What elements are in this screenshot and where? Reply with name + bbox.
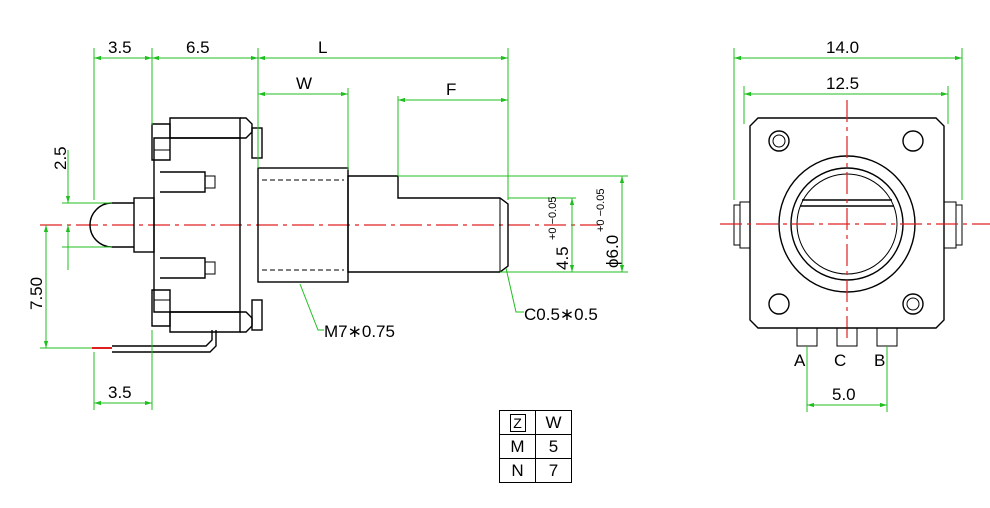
pin-label-b: B (874, 351, 885, 370)
table-value: 7 (535, 458, 572, 483)
chamfer-callout: C0.5∗0.5 (524, 305, 598, 324)
tol-6.0: +0 −0.05 (595, 189, 607, 232)
housing-square (749, 117, 945, 329)
shaft (347, 175, 509, 273)
dim-W: W (296, 74, 312, 93)
dim-6.0: ϕ6.0 (603, 235, 622, 268)
table-key: N (499, 458, 536, 483)
table-header-row: Z W (499, 410, 572, 435)
pin-label-a: A (794, 351, 806, 370)
mount-hole-tl (768, 130, 790, 152)
side-dimensions: 3.5 6.5 L W F 2.5 7.50 3.5 4.5 +0 −0.05 (27, 38, 628, 410)
dim-F: F (446, 80, 456, 99)
dim-6.5: 6.5 (186, 38, 210, 57)
dim-3.5-top: 3.5 (108, 38, 132, 57)
dim-12.5: 12.5 (826, 74, 859, 93)
pin-label-c: C (834, 351, 846, 370)
pin-upper (160, 171, 206, 193)
pin-a (796, 327, 818, 347)
dim-5.0: 5.0 (832, 385, 856, 404)
pin-c (836, 327, 858, 347)
mount-hole-bl (768, 293, 790, 315)
table-corner: Z (499, 410, 536, 435)
corner-symbol: Z (509, 413, 526, 432)
mount-hole-br (902, 293, 924, 315)
mount-tab-bottom (251, 299, 263, 331)
table-value: 5 (535, 434, 572, 459)
top-clip (169, 117, 241, 139)
dim-L: L (318, 38, 327, 57)
bottom-clip (169, 311, 241, 333)
front-dimensions: 14.0 12.5 5.0 (733, 38, 963, 412)
dim-4.5: 4.5 (553, 246, 572, 270)
mount-tab-top (251, 127, 263, 159)
mount-hole-tr (902, 130, 924, 152)
dim-2.5: 2.5 (51, 146, 70, 170)
table-row: N 7 (499, 458, 572, 483)
front-view: A C B (720, 100, 990, 370)
side-tabs (739, 201, 957, 249)
pin-lower (160, 257, 206, 279)
pin-b (876, 327, 898, 347)
dimension-table: Z W M 5 N 7 (499, 410, 572, 483)
table-key: M (499, 434, 536, 459)
table-row: M 5 (499, 434, 572, 459)
dim-7.50: 7.50 (27, 277, 46, 310)
tol-4.5: +0 −0.05 (547, 197, 559, 240)
thread-callout: M7∗0.75 (324, 322, 395, 341)
rounded-shaft-tip (89, 202, 134, 248)
side-view (40, 117, 600, 353)
table-header-w: W (535, 410, 572, 435)
dim-3.5-bottom: 3.5 (108, 383, 132, 402)
dim-14.0: 14.0 (826, 38, 859, 57)
